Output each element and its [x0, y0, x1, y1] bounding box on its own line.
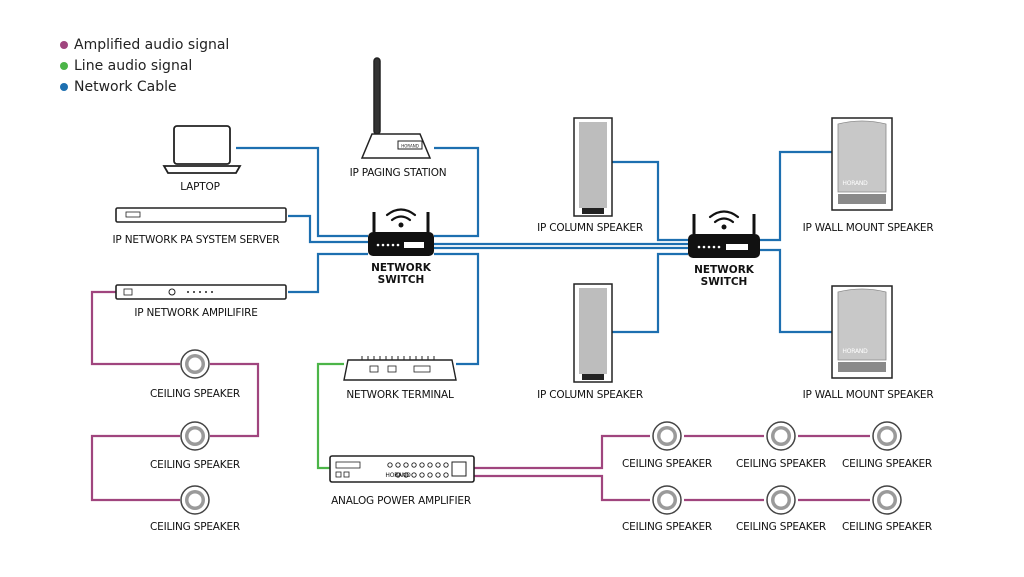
- line-audio-cable: [316, 362, 344, 470]
- legend: Amplified audio signal Line audio signal…: [60, 34, 229, 97]
- column-speaker-icon: [573, 117, 613, 217]
- analog-amplifier-icon: [329, 455, 475, 483]
- ceiling-speaker-label: CEILING SPEAKER: [150, 388, 240, 400]
- analog-amplifier-label: ANALOG POWER AMPLIFIER: [331, 495, 471, 507]
- pa-server-label: IP NETWORK PA SYSTEM SERVER: [112, 234, 280, 246]
- wall-speaker-icon: [831, 117, 893, 211]
- ceiling-speaker-label: CEILING SPEAKER: [842, 458, 932, 470]
- network-amplifier-icon: [115, 284, 287, 300]
- network-cables: [236, 146, 832, 366]
- wall-speaker-2-brand: HORAND: [842, 348, 868, 355]
- legend-item-amplified: Amplified audio signal: [60, 34, 229, 55]
- ceiling-speaker-label: CEILING SPEAKER: [842, 521, 932, 533]
- legend-item-network: Network Cable: [60, 76, 229, 97]
- legend-dot-amplified: [60, 40, 68, 49]
- svg-text:HORAND: HORAND: [401, 144, 419, 149]
- ceiling-speaker-label: CEILING SPEAKER: [736, 521, 826, 533]
- laptop-label: LAPTOP: [180, 181, 220, 193]
- legend-label: Line audio signal: [74, 57, 193, 74]
- column-speaker-label: IP COLUMN SPEAKER: [537, 222, 643, 234]
- laptop-icon: [162, 125, 242, 174]
- ceiling-speaker-label: CEILING SPEAKER: [736, 458, 826, 470]
- network-switch-icon: [368, 208, 434, 256]
- ceiling-speaker-icons: [180, 349, 902, 515]
- column-speaker-2-label: IP COLUMN SPEAKER: [537, 389, 643, 401]
- pa-server-icon: [115, 207, 287, 223]
- network-amplifier-label: IP NETWORK AMPILIFIRE: [134, 307, 258, 319]
- legend-dot-network: [60, 82, 68, 91]
- paging-station-label: IP PAGING STATION: [349, 167, 447, 179]
- wall-speaker-brand: HORAND: [842, 180, 868, 187]
- ceiling-speaker-label: CEILING SPEAKER: [150, 459, 240, 471]
- wall-speaker-2-label: IP WALL MOUNT SPEAKER: [802, 389, 934, 401]
- column-speaker-2-icon: [573, 283, 613, 383]
- ceiling-speaker-label: CEILING SPEAKER: [150, 521, 240, 533]
- ceiling-speaker-label: CEILING SPEAKER: [622, 521, 712, 533]
- wall-speaker-label: IP WALL MOUNT SPEAKER: [802, 222, 934, 234]
- analog-amplifier-brand: HORAND: [385, 472, 411, 479]
- network-switch-2-icon: [688, 210, 760, 258]
- ceiling-speaker-label: CEILING SPEAKER: [622, 458, 712, 470]
- paging-station-icon: HORAND: [360, 57, 432, 159]
- legend-item-line: Line audio signal: [60, 55, 229, 76]
- amplified-cables: [90, 290, 870, 502]
- network-terminal-icon: [343, 356, 457, 381]
- legend-label: Amplified audio signal: [74, 36, 230, 53]
- network-terminal-label: NETWORK TERMINAL: [346, 389, 454, 401]
- legend-label: Network Cable: [74, 78, 177, 95]
- legend-dot-line: [60, 61, 68, 70]
- wall-speaker-2-icon: [831, 285, 893, 379]
